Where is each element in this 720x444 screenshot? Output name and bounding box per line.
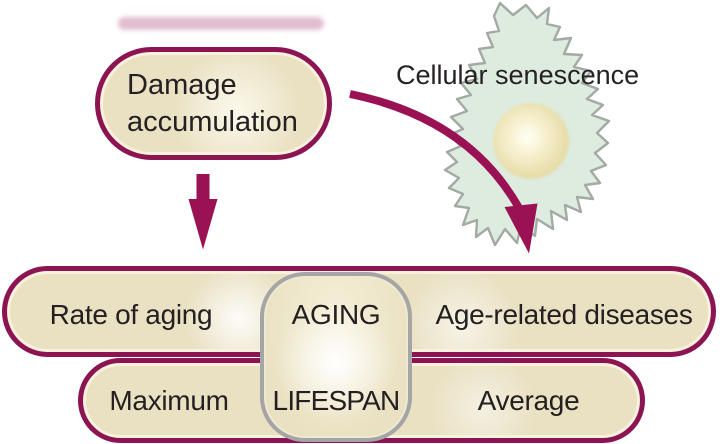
age-related-diseases-label: Age-related diseases	[435, 298, 693, 330]
cropped-pill-artifact	[118, 17, 324, 30]
damage-accumulation-label: Damage accumulation	[127, 68, 298, 138]
maximum-label: Maximum	[109, 384, 229, 416]
aging-label: AGING	[291, 298, 381, 330]
aging-lifespan-connector	[260, 272, 412, 442]
lifespan-label: LIFESPAN	[272, 384, 401, 416]
curved-arrow-head-icon	[504, 203, 538, 254]
curved-arrow	[349, 90, 523, 210]
down-arrow-icon	[188, 174, 218, 250]
cellular-senescence-label: Cellular senescence	[396, 60, 640, 90]
cell-nucleus	[493, 103, 569, 179]
damage-accumulation-box: Damage accumulation	[95, 47, 332, 160]
rate-of-aging-label: Rate of aging	[49, 298, 213, 330]
average-label: Average	[477, 384, 580, 416]
senescent-cell-shape	[443, 1, 611, 247]
